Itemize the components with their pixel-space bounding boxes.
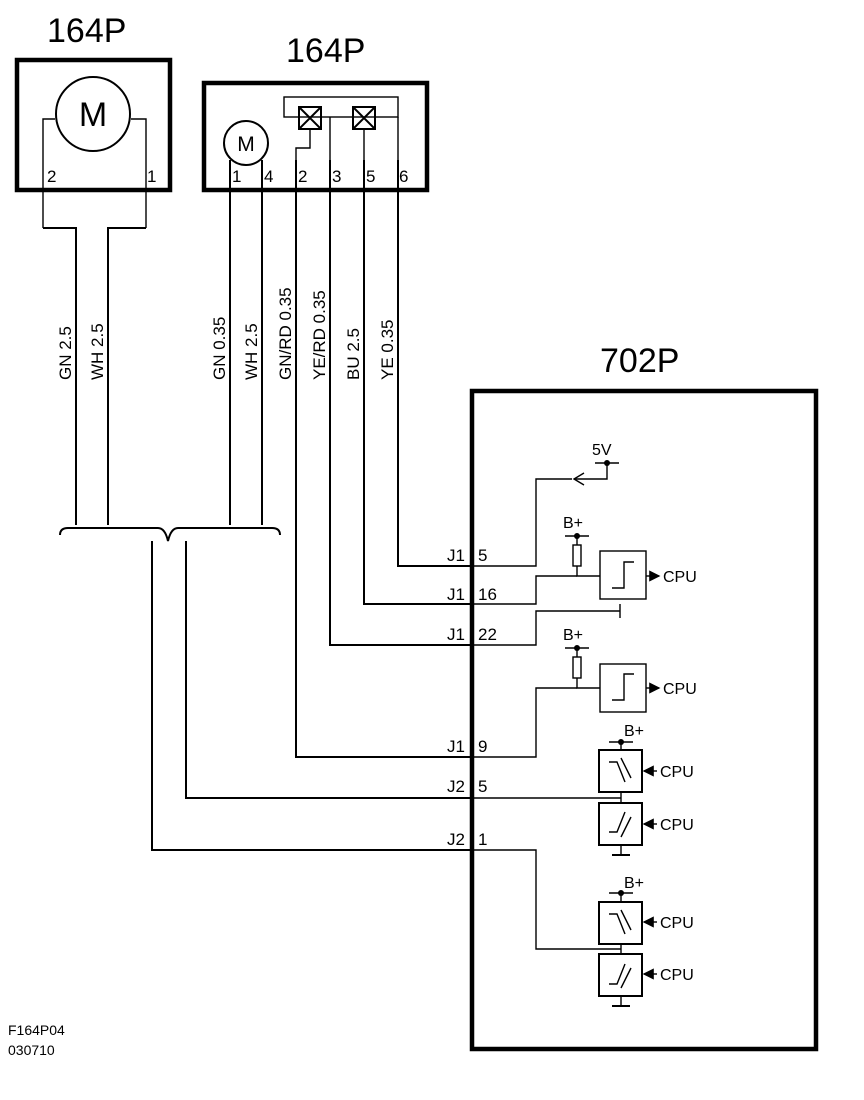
internal-wire: [472, 478, 572, 567]
wire-label: YE/RD 0.35: [310, 290, 329, 380]
internal-wire: [472, 575, 577, 605]
wire-label: WH 2.5: [242, 323, 261, 380]
internal-wire: [576, 678, 600, 689]
terminal-pin: 22: [478, 625, 497, 644]
wire-label: GN/RD 0.35: [276, 287, 295, 380]
motor-label: M: [79, 96, 107, 134]
pin-label: 4: [264, 167, 273, 186]
wire-ye: [397, 160, 472, 567]
terminal-pin: 5: [478, 777, 487, 796]
terminal-pin: 9: [478, 737, 487, 756]
motor-lead-left: [42, 118, 55, 228]
pin-label: 2: [298, 167, 307, 186]
schmitt-icon: [612, 673, 634, 701]
connector-164p-right: 164P M 1 4 2 3 5 6: [201, 32, 430, 193]
resistor-icon: [572, 544, 582, 567]
connector-164p-left: 164P M 2 1: [14, 12, 173, 228]
terminal-pin: 16: [478, 585, 497, 604]
wire-wh-25: [107, 227, 146, 525]
pin-label: 1: [232, 167, 241, 186]
controller-box: [469, 388, 819, 1052]
switch-icon: [298, 106, 322, 130]
switch-icon: [352, 106, 376, 130]
internal-lead: [295, 129, 311, 160]
pin-label: 6: [399, 167, 408, 186]
transistor-glyph: [609, 963, 632, 989]
wire-to-j2-5: [185, 541, 472, 799]
connector-title: 164P: [286, 32, 365, 70]
connector-title: 164P: [47, 12, 126, 50]
terminal-conn: J2: [447, 777, 465, 796]
terminal-pin: 5: [478, 546, 487, 565]
cpu-label: CPU: [660, 764, 694, 781]
bplus-label: B+: [624, 875, 644, 892]
supply-5v-label: 5V: [592, 442, 612, 459]
wire-label: GN 2.5: [56, 326, 75, 380]
terminal-conn: J1: [447, 546, 465, 565]
internal-wire: [472, 687, 577, 758]
internal-wire: [574, 463, 608, 480]
wire-labels: GN 2.5 WH 2.5 GN 0.35 WH 2.5 GN/RD 0.35 …: [56, 287, 397, 380]
resistor-icon: [572, 656, 582, 679]
wire-label: BU 2.5: [344, 328, 363, 380]
wire-label: GN 0.35: [210, 317, 229, 380]
pin-label: 1: [147, 167, 156, 186]
terminal-conn: J2: [447, 830, 465, 849]
motor-lead-right: [131, 118, 147, 228]
transistor-glyph: [609, 811, 632, 838]
motor-symbol: [223, 120, 269, 166]
wire-to-j2-1: [151, 541, 472, 851]
pin-label: 3: [332, 167, 341, 186]
cpu-label: CPU: [660, 967, 694, 984]
motor-symbol: [55, 76, 131, 152]
connector-box: [201, 80, 430, 193]
schmitt-icon: [612, 561, 634, 589]
figure-code: F164P04: [8, 1022, 65, 1038]
pin-label: 5: [366, 167, 375, 186]
bplus-label: B+: [624, 723, 644, 740]
terminal-conn: J1: [447, 625, 465, 644]
cpu-label: CPU: [663, 569, 697, 586]
wire-gnrd: [295, 160, 472, 758]
connector-box: [14, 57, 173, 193]
transistor-glyph: [609, 909, 632, 935]
cpu-label: CPU: [660, 817, 694, 834]
bplus-label: B+: [563, 515, 583, 532]
motor-label: M: [237, 133, 255, 156]
comparator-icon: [599, 663, 647, 713]
wire-label: WH 2.5: [88, 323, 107, 380]
bundle-brace: [59, 527, 281, 542]
comparator-icon: [599, 550, 647, 600]
node-dot: [604, 460, 610, 466]
wire-gn-25: [43, 227, 77, 525]
switch-frame: [283, 96, 399, 118]
figure-date: 030710: [8, 1042, 55, 1058]
wire-label: YE 0.35: [378, 320, 397, 381]
internal-wire: [472, 610, 620, 646]
wire-yerd: [329, 160, 472, 646]
wires: [43, 160, 472, 851]
terminal-conn: J1: [447, 737, 465, 756]
internal-wire: [576, 566, 600, 577]
wire-bu: [363, 160, 472, 605]
connector-title: 702P: [600, 342, 679, 380]
terminal-conn: J1: [447, 585, 465, 604]
cpu-label: CPU: [663, 681, 697, 698]
bplus-label: B+: [563, 627, 583, 644]
internal-wire: [472, 849, 621, 950]
cpu-label: CPU: [660, 915, 694, 932]
transistor-glyph: [609, 757, 632, 783]
terminal-pin: 1: [478, 830, 487, 849]
pin-label: 2: [47, 167, 56, 186]
controller-702p: 702P J1 5 J1 16 J1 22 J1 9 J2 5 J2 1 5V …: [447, 342, 819, 1052]
